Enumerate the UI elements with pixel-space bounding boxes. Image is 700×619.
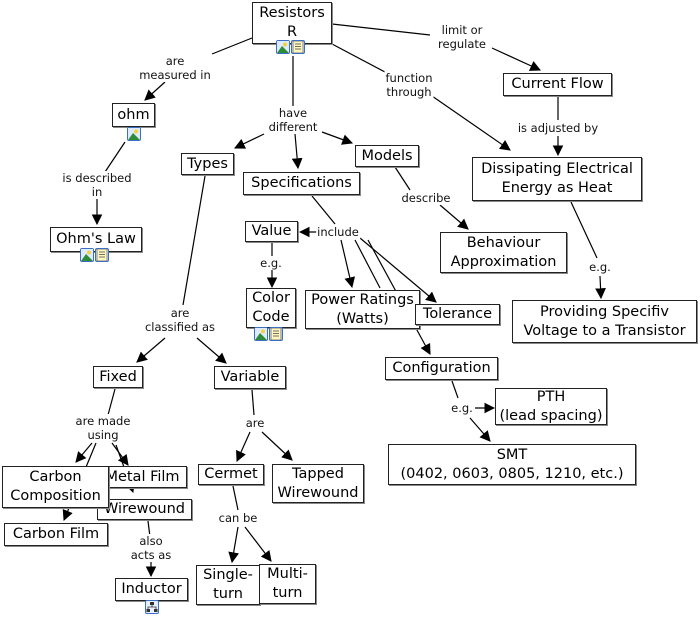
- resource-icons-inductor: [145, 600, 159, 614]
- link-line: [228, 526, 239, 564]
- concept-behaviour[interactable]: Behaviour Approximation: [440, 232, 567, 273]
- link-label-adjusted[interactable]: is adjusted by: [516, 121, 600, 135]
- document-icon[interactable]: [291, 40, 305, 54]
- link-line: [211, 37, 253, 55]
- concept-carbon-film[interactable]: Carbon Film: [4, 523, 108, 546]
- concept-multi[interactable]: Multi- turn: [259, 564, 316, 604]
- link-line: [234, 133, 265, 149]
- concept-metal-film[interactable]: Metal Film: [98, 466, 187, 488]
- concept-single[interactable]: Single- turn: [196, 565, 260, 605]
- concept-providing[interactable]: Providing Specifiv Voltage to a Transist…: [512, 300, 697, 343]
- link-line: [244, 526, 272, 562]
- concept-ohm[interactable]: ohm: [112, 103, 155, 127]
- link-line: [251, 389, 255, 416]
- link-line: [595, 275, 606, 300]
- resource-icons-ohm: [127, 127, 141, 141]
- concept-cermet[interactable]: Cermet: [198, 464, 264, 485]
- link-label-eg-value[interactable]: e.g.: [259, 256, 283, 270]
- concept-carbon-composition[interactable]: Carbon Composition: [2, 466, 109, 508]
- concept-variable[interactable]: Variable: [214, 366, 286, 389]
- link-line: [311, 195, 336, 225]
- link-line: [431, 95, 511, 151]
- link-line: [291, 133, 303, 170]
- link-line: [144, 81, 166, 101]
- concept-power[interactable]: Power Ratings (Watts): [305, 290, 420, 329]
- concept-fixed[interactable]: Fixed: [93, 366, 143, 388]
- image-icon[interactable]: [276, 40, 290, 54]
- link-line: [196, 337, 227, 364]
- concept-specifications[interactable]: Specifications: [243, 172, 360, 195]
- link-label-classified[interactable]: are classified as: [143, 306, 217, 334]
- link-line: [236, 431, 251, 462]
- link-line: [331, 43, 386, 73]
- concept-inductor[interactable]: Inductor: [115, 578, 188, 601]
- image-icon[interactable]: [127, 127, 141, 141]
- link-label-have[interactable]: have different: [267, 106, 319, 134]
- link-line: [182, 175, 206, 306]
- link-label-canbe[interactable]: can be: [217, 511, 259, 525]
- link-line: [111, 442, 129, 466]
- concept-map-icon[interactable]: [145, 600, 159, 614]
- link-line: [451, 380, 459, 399]
- link-label-described[interactable]: is described in: [61, 171, 133, 199]
- link-line: [394, 166, 411, 191]
- document-icon[interactable]: [95, 248, 109, 262]
- concept-resistors[interactable]: Resistors R: [252, 2, 332, 44]
- link-label-made[interactable]: are made using: [74, 414, 132, 442]
- link-label-also[interactable]: also acts as: [129, 534, 173, 562]
- link-label-are[interactable]: are: [244, 416, 266, 430]
- link-line: [232, 485, 239, 511]
- concept-models[interactable]: Models: [355, 145, 419, 167]
- link-label-eg-config[interactable]: e.g.: [450, 401, 474, 415]
- link-line: [321, 131, 354, 145]
- resource-icons-resistors: [276, 40, 305, 54]
- concept-dissipating[interactable]: Dissipating Electrical Energy as Heat: [472, 157, 642, 201]
- concept-tapped[interactable]: Tapped Wirewound: [272, 464, 364, 503]
- link-label-eg-heat[interactable]: e.g.: [588, 260, 612, 274]
- link-line: [491, 47, 541, 71]
- concept-current-flow[interactable]: Current Flow: [503, 73, 612, 96]
- link-line: [570, 201, 598, 259]
- link-line: [104, 141, 126, 173]
- resource-icons-ohms-law: [80, 248, 109, 262]
- link-line: [439, 204, 469, 230]
- link-label-function[interactable]: function through: [384, 71, 434, 99]
- image-icon[interactable]: [80, 248, 94, 262]
- concept-wirewound[interactable]: Wirewound: [97, 499, 192, 520]
- link-label-include[interactable]: include: [316, 225, 360, 239]
- concept-pth[interactable]: PTH (lead spacing): [495, 388, 607, 425]
- document-icon[interactable]: [269, 327, 283, 341]
- concept-ohms-law[interactable]: Ohm's Law: [50, 227, 142, 252]
- concept-color-code[interactable]: Color Code: [246, 288, 296, 328]
- link-line: [107, 388, 116, 416]
- image-icon[interactable]: [254, 327, 268, 341]
- link-label-describe[interactable]: describe: [400, 191, 452, 205]
- resource-icons-color-code: [254, 327, 283, 341]
- link-label-limit[interactable]: limit or regulate: [437, 23, 487, 51]
- link-line: [469, 417, 491, 442]
- concept-configuration[interactable]: Configuration: [385, 357, 498, 380]
- concept-tolerance[interactable]: Tolerance: [415, 304, 500, 325]
- concept-types[interactable]: Types: [181, 153, 234, 175]
- link-line: [75, 442, 93, 463]
- link-line: [340, 239, 356, 289]
- link-line: [331, 23, 431, 36]
- link-line: [354, 239, 381, 289]
- link-label-measured[interactable]: are measured in: [138, 54, 212, 82]
- concept-value[interactable]: Value: [245, 221, 298, 242]
- link-line: [261, 431, 293, 461]
- link-line: [136, 337, 166, 363]
- concept-smt[interactable]: SMT (0402, 0603, 0805, 1210, etc.): [388, 444, 636, 485]
